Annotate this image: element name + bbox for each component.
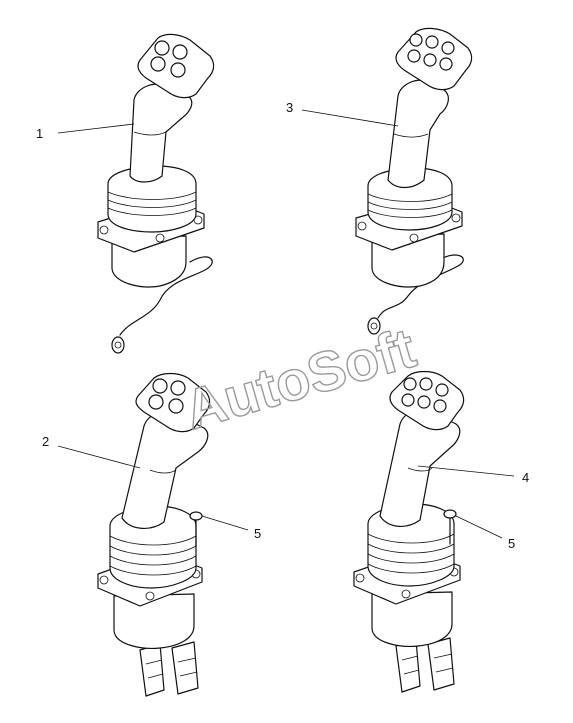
callout-1: 1 xyxy=(36,123,135,141)
joystick-4 xyxy=(353,370,465,693)
callout-3: 3 xyxy=(286,100,399,127)
callout-label-3: 3 xyxy=(286,100,293,115)
callout-5-left: 5 xyxy=(201,515,261,541)
joystick-1 xyxy=(97,33,215,354)
watermark-text: AutoSoft xyxy=(177,316,422,442)
callout-label-5-right: 5 xyxy=(508,536,515,551)
joystick-2 xyxy=(97,372,211,697)
joystick-3 xyxy=(355,27,473,335)
callout-label-5-left: 5 xyxy=(254,526,261,541)
bolt-5-right xyxy=(443,509,457,545)
callout-5-right: 5 xyxy=(455,515,515,551)
callout-2: 2 xyxy=(42,434,141,469)
callout-label-2: 2 xyxy=(42,434,49,449)
callout-label-1: 1 xyxy=(36,126,43,141)
callout-label-4: 4 xyxy=(522,470,529,485)
callout-4: 4 xyxy=(417,465,529,485)
